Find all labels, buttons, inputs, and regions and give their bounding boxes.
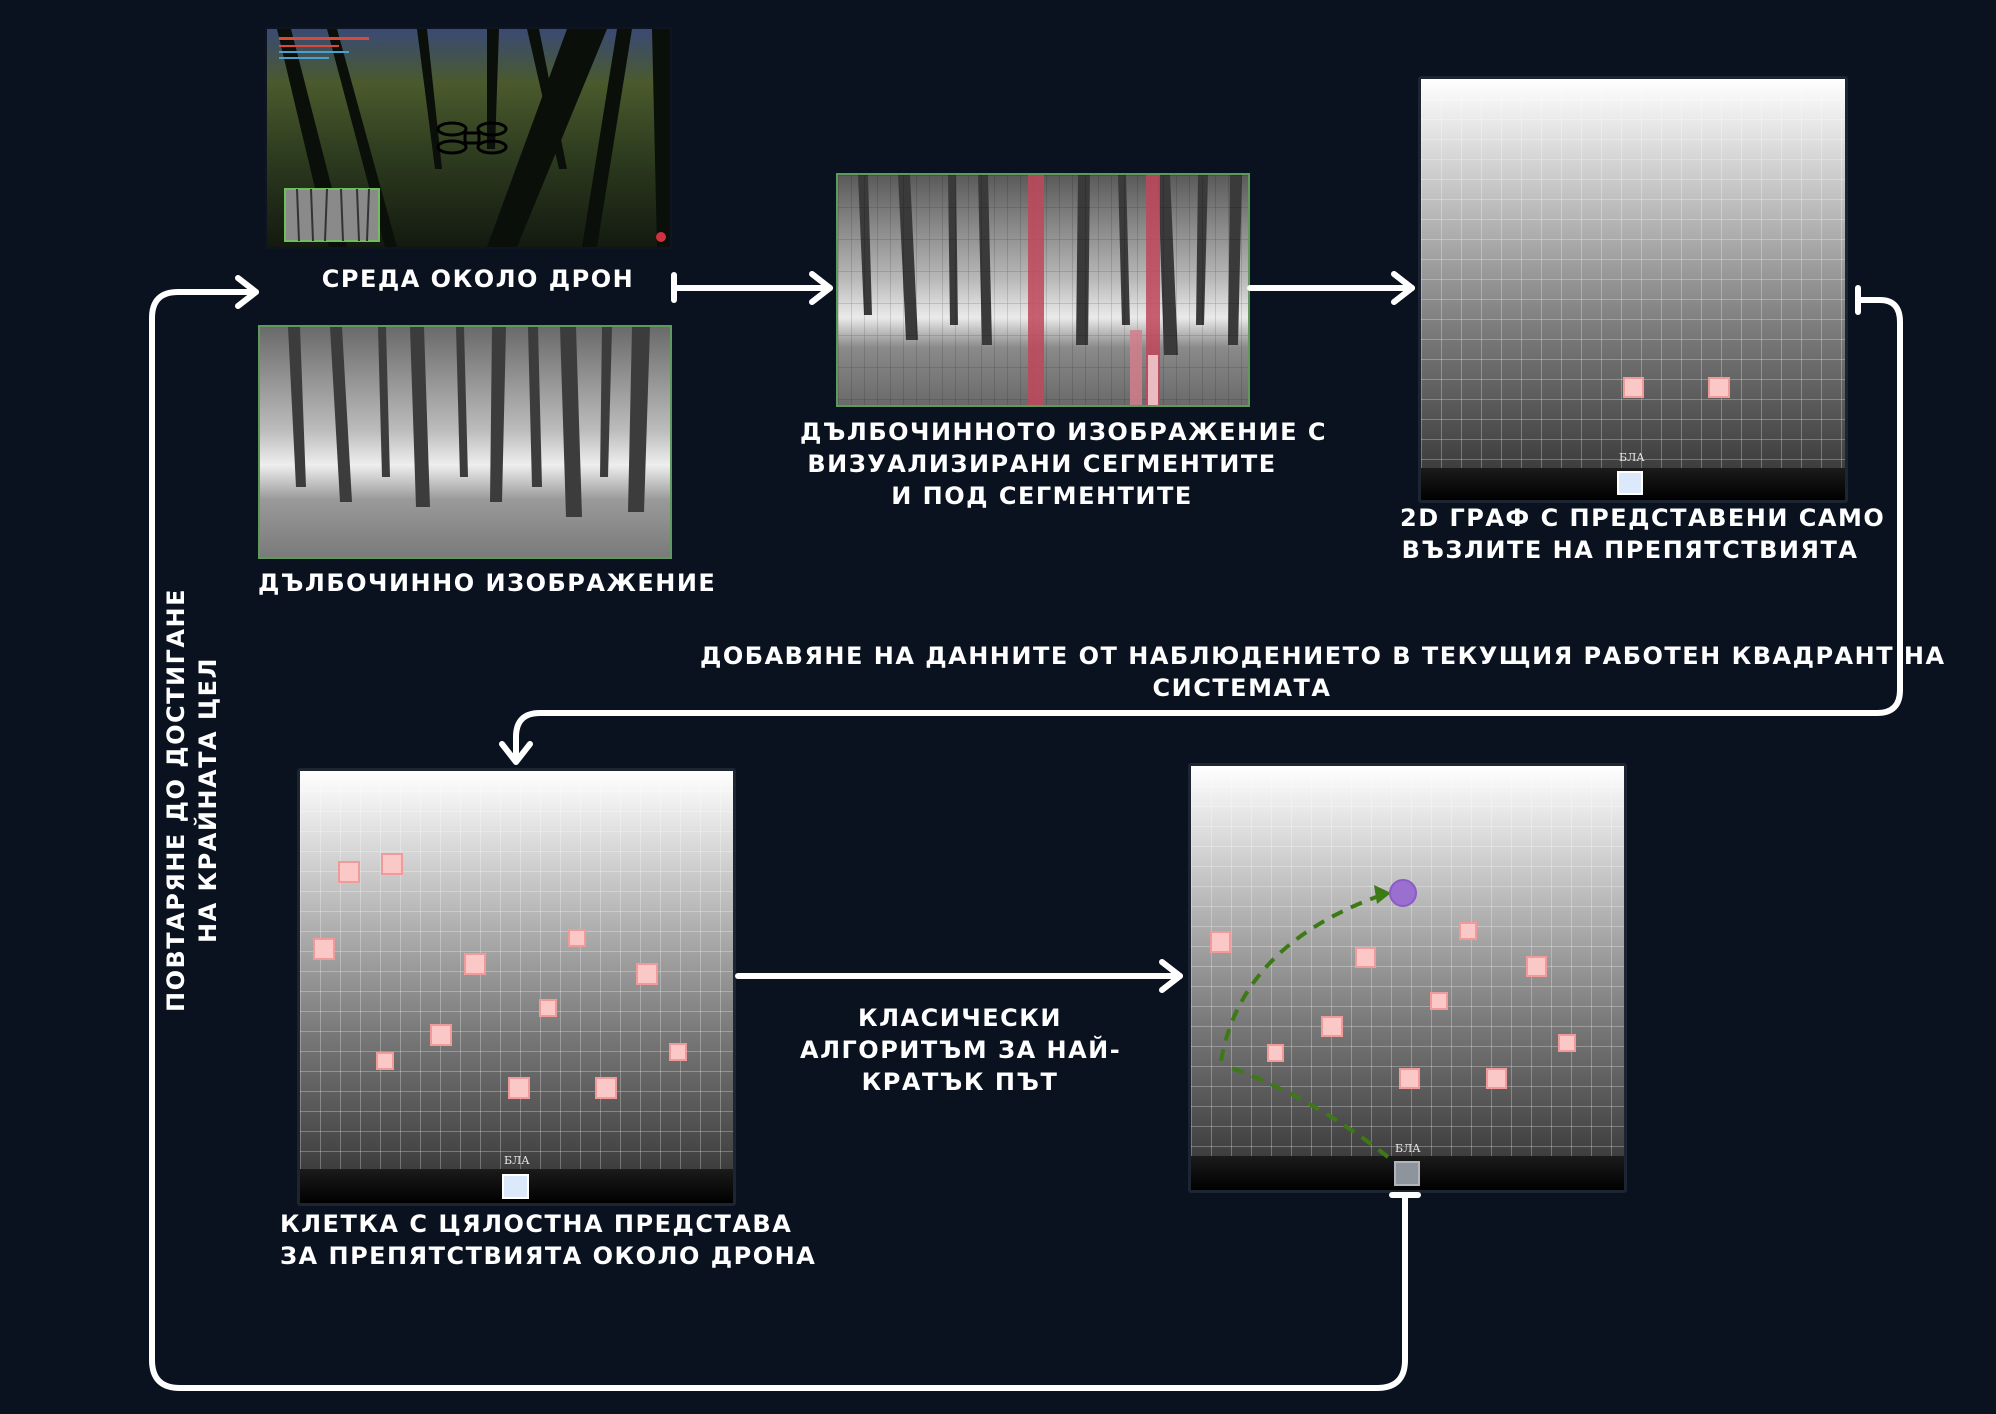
algo-label: КЛАСИЧЕСКИ АЛГОРИТЪМ ЗА НАЙ- КРАТЪК ПЪТ bbox=[800, 1004, 1122, 1096]
obstacle-node bbox=[1526, 956, 1547, 977]
obstacle-node bbox=[508, 1077, 530, 1099]
graph-2d-label: 2D ГРАФ С ПРЕДСТАВЕНИ САМО ВЪЗЛИТЕ НА ПР… bbox=[1400, 504, 1886, 564]
depth-label: ДЪЛБОЧИННО ИЗОБРАЖЕНИЕ bbox=[258, 569, 717, 597]
forest-scene-graphic bbox=[267, 29, 670, 247]
segmented-forest-graphic bbox=[838, 175, 1248, 405]
segmented-depth-image bbox=[836, 173, 1250, 407]
env-label: СРЕДА ОКОЛО ДРОН bbox=[321, 265, 635, 293]
path-panel: БЛА bbox=[1188, 763, 1627, 1193]
obstacle-node bbox=[1459, 922, 1477, 940]
depth-image bbox=[258, 325, 672, 559]
obstacle-node bbox=[381, 853, 403, 875]
obstacle-node bbox=[1486, 1068, 1507, 1089]
uav-label: БЛА bbox=[1619, 451, 1645, 464]
obstacle-node bbox=[376, 1052, 394, 1070]
cell-panel: БЛА bbox=[297, 768, 736, 1206]
obstacle-node bbox=[669, 1043, 687, 1061]
uav-marker bbox=[1617, 471, 1643, 495]
goal-marker bbox=[1389, 879, 1417, 907]
drone-icon bbox=[436, 121, 508, 155]
obstacle-node bbox=[1708, 377, 1730, 398]
obstacle-node bbox=[430, 1024, 452, 1046]
repeat-label: ПОВТАРЯНЕ ДО ДОСТИГАНЕ НА КРАЙНАТА ЦЕЛ bbox=[162, 588, 222, 1012]
obstacle-node bbox=[539, 999, 557, 1017]
uav-label: БЛА bbox=[504, 1154, 530, 1167]
obstacle-node bbox=[1558, 1034, 1576, 1052]
obstacle-node bbox=[1623, 377, 1644, 398]
uav-marker bbox=[502, 1174, 529, 1199]
add-data-label: ДОБАВЯНЕ НА ДАННИТЕ ОТ НАБЛЮДЕНИЕТО В ТЕ… bbox=[700, 642, 1946, 702]
obstacle-node bbox=[313, 938, 335, 960]
shortest-path-graphic bbox=[1219, 879, 1417, 1159]
obstacle-node bbox=[464, 953, 486, 975]
cell-label: КЛЕТКА С ЦЯЛОСТНА ПРЕДСТАВА ЗА ПРЕПЯТСТВ… bbox=[280, 1210, 817, 1270]
grid-lines bbox=[1421, 79, 1845, 500]
graph-2d-panel: БЛА bbox=[1418, 76, 1848, 503]
obstacle-node bbox=[338, 861, 360, 883]
obstacle-node bbox=[636, 963, 658, 985]
depth-forest-graphic bbox=[260, 327, 670, 557]
obstacle-node bbox=[568, 929, 586, 947]
obstacle-node bbox=[1430, 992, 1448, 1010]
uav-label: БЛА bbox=[1395, 1142, 1421, 1155]
segment-column bbox=[1028, 175, 1044, 405]
obstacle-node bbox=[595, 1077, 617, 1099]
sub-segment bbox=[1130, 330, 1142, 405]
segments-label: ДЪЛБОЧИННОТО ИЗОБРАЖЕНИЕ С ВИЗУАЛИЗИРАНИ… bbox=[800, 418, 1328, 510]
sub-segment bbox=[1148, 355, 1158, 405]
drone-environment-image bbox=[265, 27, 672, 249]
uav-marker bbox=[1394, 1161, 1420, 1186]
grid-lines bbox=[300, 771, 733, 1203]
